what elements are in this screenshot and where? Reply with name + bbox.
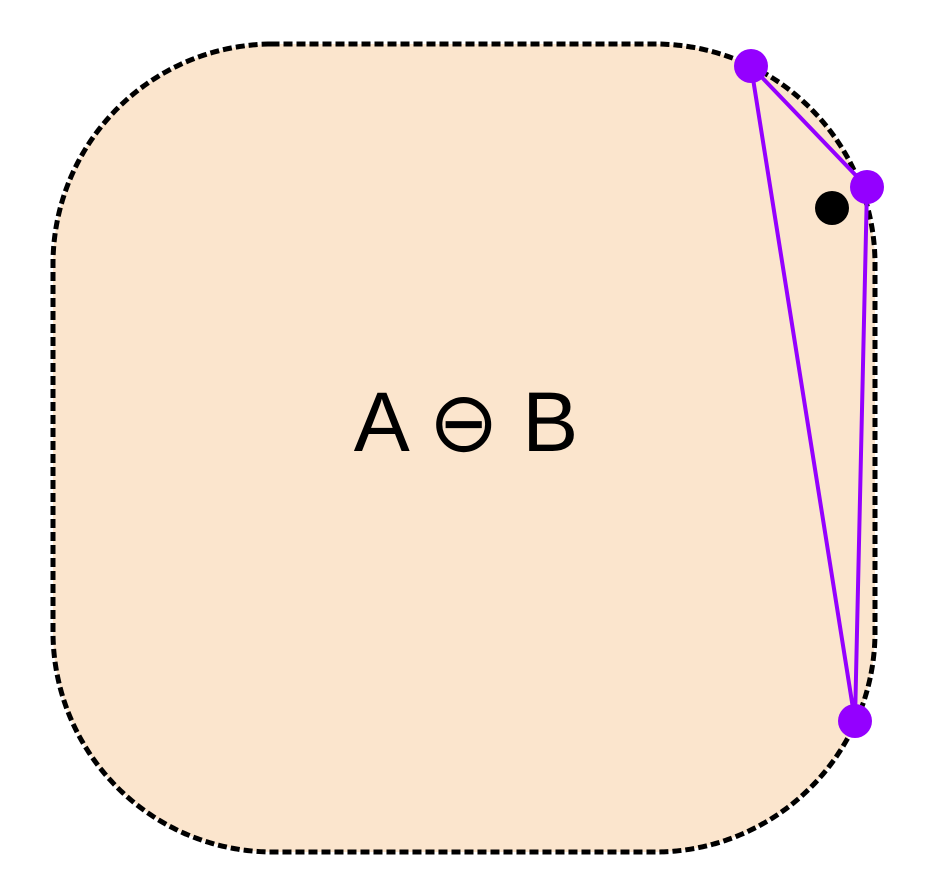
- triangle-vertex-3: [838, 704, 872, 738]
- black-point-marker: [815, 191, 849, 225]
- structuring-triangle: [749, 64, 869, 723]
- triangle-vertex-2: [850, 170, 884, 204]
- triangle-vertex-1: [734, 49, 768, 83]
- eroded-region-a-minus-b: [50, 41, 878, 855]
- triangle-vertices: [734, 49, 884, 738]
